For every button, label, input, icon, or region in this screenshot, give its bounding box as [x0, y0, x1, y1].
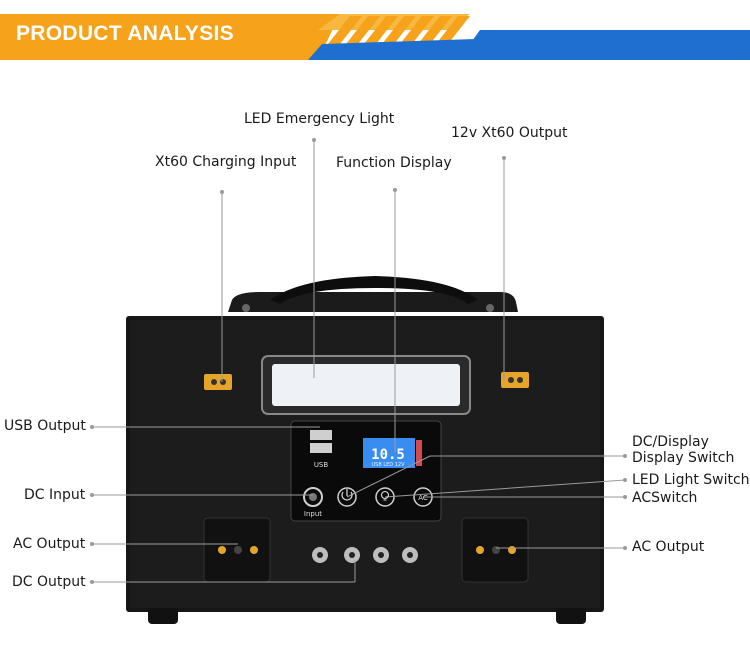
xt60-output-port	[501, 372, 529, 388]
callout-ac-output-right: AC Output	[632, 539, 705, 555]
ac-socket-left	[203, 517, 271, 583]
lcd-display	[363, 438, 415, 468]
header-banner	[0, 14, 750, 60]
usb-label: USB	[314, 461, 329, 469]
callout-usb-output: USB Output	[4, 418, 86, 434]
callout-dc-output: DC Output	[12, 574, 86, 590]
carry-handle	[228, 276, 518, 312]
callout-dc-display-line1: DC/Display	[632, 434, 709, 450]
ac-socket-right	[461, 517, 529, 583]
callout-led-emergency-light: LED Emergency Light	[244, 111, 395, 127]
bulb-icon	[380, 490, 390, 501]
callout-ac-output-left: AC Output	[13, 536, 86, 552]
banner-title: PRODUCT ANALYSIS	[16, 22, 234, 45]
display-reading: 10.5	[371, 447, 405, 463]
input-label: Input	[304, 510, 322, 518]
callout-function-display: Function Display	[336, 155, 452, 171]
display-sub: USB LED 12V	[371, 462, 405, 468]
ac-button-label: AC	[418, 494, 428, 502]
power-icon	[341, 489, 353, 501]
callout-led-light-switch: LED Light Switch	[632, 472, 750, 488]
callout-dc-display-line2: Display Switch	[632, 450, 735, 466]
callout-12v-xt60-output: 12v Xt60 Output	[451, 125, 568, 141]
callout-ac-switch: ACSwitch	[632, 490, 698, 506]
callout-xt60-charging-input: Xt60 Charging Input	[155, 154, 297, 170]
dc-output-ports	[312, 547, 418, 563]
callout-dc-input: DC Input	[24, 487, 86, 503]
xt60-input-port	[204, 374, 232, 390]
